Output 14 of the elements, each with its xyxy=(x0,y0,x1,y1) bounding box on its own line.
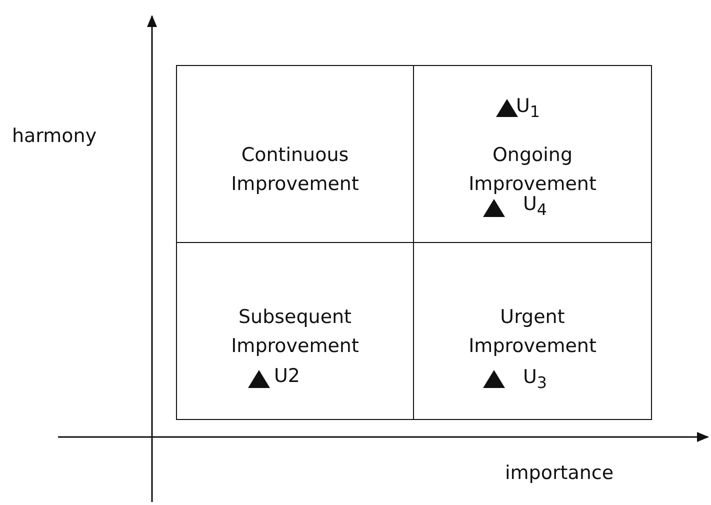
quadrant-label: Subsequent Improvement xyxy=(230,305,360,359)
quadrant-box xyxy=(176,65,414,243)
quadrant-label: Ongoing Improvement xyxy=(468,143,598,196)
axis-label: importance xyxy=(505,461,614,485)
quadrant-box xyxy=(413,65,652,243)
point-label: U$_{4}$ xyxy=(523,193,547,221)
quadrant-label: Continuous Improvement xyxy=(230,143,360,197)
quadrant-label: Urgent Improvement xyxy=(468,305,598,359)
point-label: U$_{1}$ xyxy=(516,94,540,123)
quadrant-box xyxy=(176,242,414,420)
point-label: U$_{3}$ xyxy=(523,365,547,394)
point-label: U2 xyxy=(274,364,300,388)
quadrant-box xyxy=(413,242,652,420)
axis-label: harmony xyxy=(12,124,97,148)
